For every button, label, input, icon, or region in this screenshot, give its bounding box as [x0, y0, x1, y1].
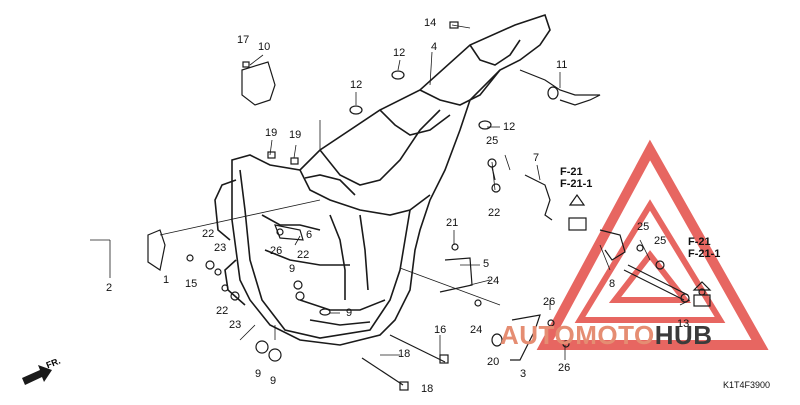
watermark-triangle-icon: [536, 139, 769, 350]
callout-26-b: 26: [543, 296, 556, 308]
callout-13: 13: [677, 318, 690, 330]
callout-2: 2: [106, 282, 113, 294]
callout-25-a: 25: [486, 135, 499, 147]
callout-22-b: 22: [216, 305, 229, 317]
reference-label-2-b: F-21-1: [688, 248, 721, 261]
callout-16: 16: [434, 324, 447, 336]
callout-15: 15: [185, 278, 198, 290]
callout-17: 17: [237, 34, 250, 46]
callout-4: 4: [431, 41, 438, 53]
callout-6: 6: [306, 229, 313, 241]
watermark-text-1: AUTOMOTO: [500, 320, 655, 350]
callout-22-d: 22: [488, 207, 501, 219]
callout-12-c: 12: [503, 121, 516, 133]
callout-3: 3: [520, 368, 527, 380]
callout-24-b: 24: [470, 324, 483, 336]
callout-19-a: 19: [265, 127, 278, 139]
reference-label-1-a: F-21: [560, 166, 583, 178]
reference-label-1: F-21 F-21-1: [560, 166, 592, 190]
callout-22-c: 22: [297, 249, 310, 261]
callout-11: 11: [556, 59, 568, 71]
watermark-logo: AUTOMOTOHUB: [500, 320, 713, 351]
callout-23-b: 23: [229, 319, 242, 331]
callout-23-a: 23: [214, 242, 227, 254]
watermark-text-2: HUB: [654, 320, 713, 350]
callout-25-b: 25: [637, 221, 650, 233]
callout-9-d: 9: [270, 375, 277, 387]
callout-25-c: 25: [654, 235, 667, 247]
callout-21: 21: [446, 217, 459, 229]
callout-24-a: 24: [487, 275, 500, 287]
front-direction-arrow-icon: [22, 365, 52, 385]
callout-12-b: 12: [350, 79, 363, 91]
leader-lines: [90, 24, 691, 360]
callout-9-b: 9: [346, 307, 353, 319]
reference-label-2-a: F-21: [688, 236, 711, 248]
callout-19-b: 19: [289, 129, 302, 141]
callout-18-a: 18: [398, 348, 411, 360]
callout-9-a: 9: [289, 263, 296, 275]
callout-22-a: 22: [202, 228, 215, 240]
small-parts: [147, 21, 712, 391]
callout-8: 8: [609, 278, 616, 290]
document-code: K1T4F3900: [722, 380, 770, 390]
reference-label-2: F-21 F-21-1: [688, 236, 720, 260]
callout-26-c: 26: [558, 362, 571, 374]
callout-12-a: 12: [393, 47, 406, 59]
callout-26-a: 26: [270, 245, 283, 257]
callout-20: 20: [487, 356, 500, 368]
frame-body: [214, 13, 551, 346]
callout-9-c: 9: [255, 368, 262, 380]
callout-5: 5: [483, 258, 490, 270]
callout-14: 14: [424, 17, 437, 29]
reference-label-1-b: F-21-1: [560, 178, 593, 191]
callout-7: 7: [533, 152, 540, 164]
callout-10: 10: [258, 41, 271, 53]
callout-1: 1: [163, 274, 170, 286]
callout-18-b: 18: [421, 383, 434, 395]
